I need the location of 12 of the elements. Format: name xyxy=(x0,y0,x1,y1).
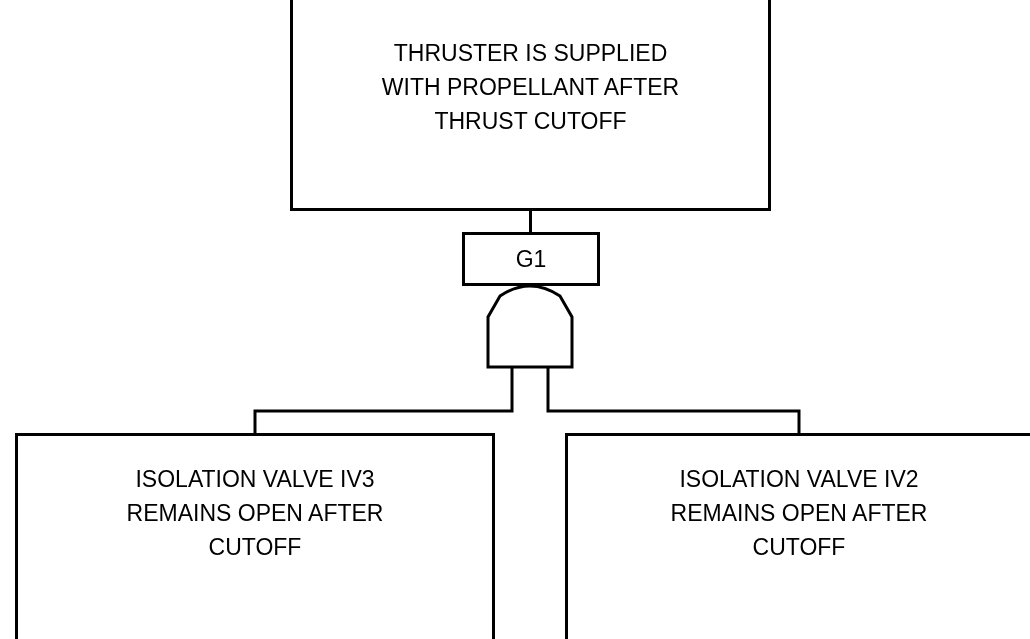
event-text: ISOLATION VALVE IV2 REMAINS OPEN AFTER CUTOFF xyxy=(669,465,929,562)
connector-line xyxy=(529,211,532,232)
connector-line xyxy=(253,368,514,433)
event-box xyxy=(290,0,771,211)
event-box xyxy=(15,433,495,639)
event-text: ISOLATION VALVE IV3 REMAINS OPEN AFTER CUTOFF xyxy=(125,465,385,562)
event-text: THRUSTER IS SUPPLIED WITH PROPELLANT AFTER THRUST CUTOFF xyxy=(380,39,681,136)
gate-label-box xyxy=(462,232,600,286)
event-box xyxy=(565,433,1030,639)
event-text: G1 xyxy=(514,245,548,274)
and-gate-symbol xyxy=(486,284,575,369)
connector-line xyxy=(546,368,801,433)
